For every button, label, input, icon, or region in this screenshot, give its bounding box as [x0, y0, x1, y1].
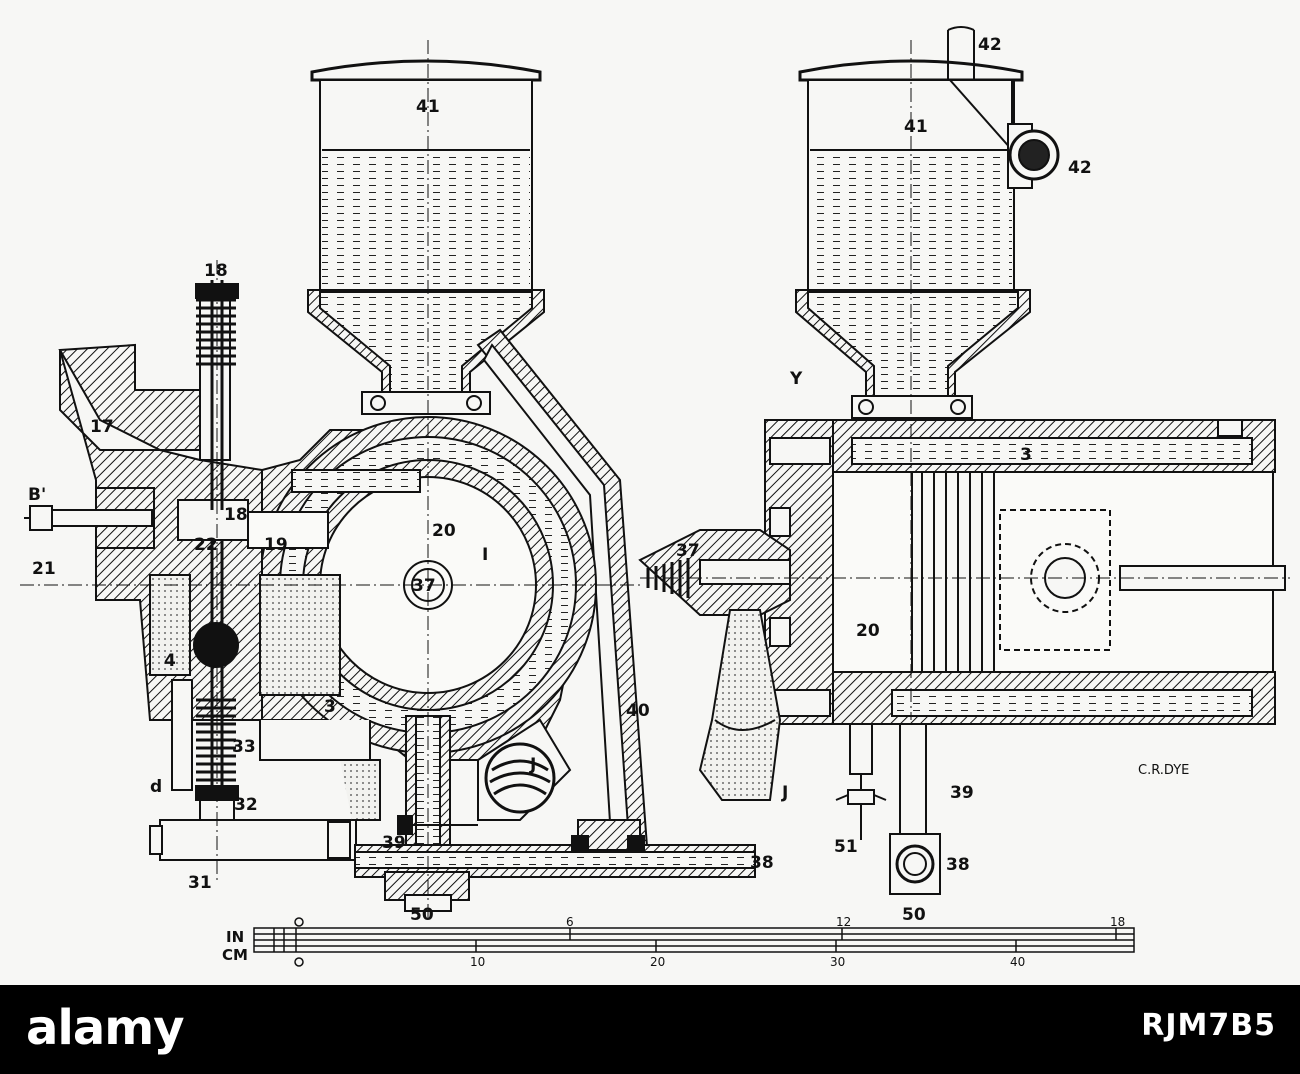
stock-image-id: RJM7B5: [1141, 1008, 1276, 1043]
oil-tank-right: [795, 26, 1060, 413]
label-38-right: 38: [946, 855, 970, 875]
scale-in-tick-12: 12: [836, 915, 851, 929]
scale-in-tick-18: 18: [1110, 915, 1125, 929]
label-31: 31: [188, 873, 212, 893]
label-4: 4: [164, 651, 176, 671]
scale-cm-tick-20: 20: [650, 955, 665, 969]
scale-cm-tick-40: 40: [1010, 955, 1025, 969]
label-42-side: 42: [1068, 158, 1092, 178]
scale-bar: [253, 917, 1135, 967]
label-41-right: 41: [904, 117, 928, 137]
label-Y: Y: [789, 369, 803, 389]
label-40: 40: [626, 701, 650, 721]
center-lines-left: [20, 40, 640, 920]
label-17: 17: [90, 417, 114, 437]
artist-signature: C.R.DYE: [1138, 763, 1189, 778]
left-view: [20, 40, 756, 920]
part-labels: 41 41 42 42 18 18 17 B' 21 22 19 20 20 3…: [28, 35, 1189, 925]
outlet-elbow-left: [477, 718, 572, 821]
outlet-elbow-right: [698, 609, 782, 801]
technical-drawing: 41 41 42 42 18 18 17 B' 21 22 19 20 20 3…: [20, 26, 1290, 969]
drain-39: [835, 723, 941, 895]
label-20-right: 20: [856, 621, 880, 641]
label-22: 22: [194, 535, 218, 555]
label-50-left: 50: [410, 905, 434, 925]
label-B-prime: B': [28, 485, 46, 505]
cylinder: [764, 419, 1286, 725]
label-50-right: 50: [902, 905, 926, 925]
right-view: [638, 26, 1290, 895]
label-39-left: 39: [382, 833, 406, 853]
bracket-31: [149, 679, 381, 861]
scale-in-tick-6: 6: [566, 915, 574, 929]
fitting-37: [638, 529, 791, 616]
label-21: 21: [32, 559, 56, 579]
watermark-footer: [0, 985, 1300, 1074]
label-38-left: 38: [750, 853, 774, 873]
label-32: 32: [234, 795, 258, 815]
spring-33: [193, 540, 239, 820]
label-18-top: 18: [204, 261, 228, 281]
label-42-top: 42: [978, 35, 1002, 55]
label-41-left: 41: [416, 97, 440, 117]
label-18-lower: 18: [224, 505, 248, 525]
label-33: 33: [232, 737, 256, 757]
scale-labels: IN CM 0 6 12 18 0 10 20 30 40: [222, 915, 1125, 969]
label-37-right: 37: [676, 541, 700, 561]
scale-cm-tick-10: 10: [470, 955, 485, 969]
alamy-logo: alamy: [26, 1000, 185, 1056]
label-20-left: 20: [432, 521, 456, 541]
label-39-right: 39: [950, 783, 974, 803]
label-I: I: [482, 545, 488, 565]
scale-cm-tick-30: 30: [830, 955, 845, 969]
label-d: d: [150, 777, 162, 797]
center-lines-right: [640, 40, 1290, 720]
scale-cm-label: CM: [222, 946, 248, 964]
label-3-right: 3: [1020, 445, 1032, 465]
label-J-right: J: [781, 783, 788, 803]
label-J-left: J: [529, 755, 536, 775]
label-3-left: 3: [324, 697, 336, 717]
drain-manifold: [354, 715, 756, 912]
inlet-21: [24, 487, 155, 549]
label-19: 19: [264, 535, 288, 555]
label-37-left: 37: [412, 576, 436, 596]
scale-in-label: IN: [226, 928, 244, 946]
label-51: 51: [834, 837, 858, 857]
